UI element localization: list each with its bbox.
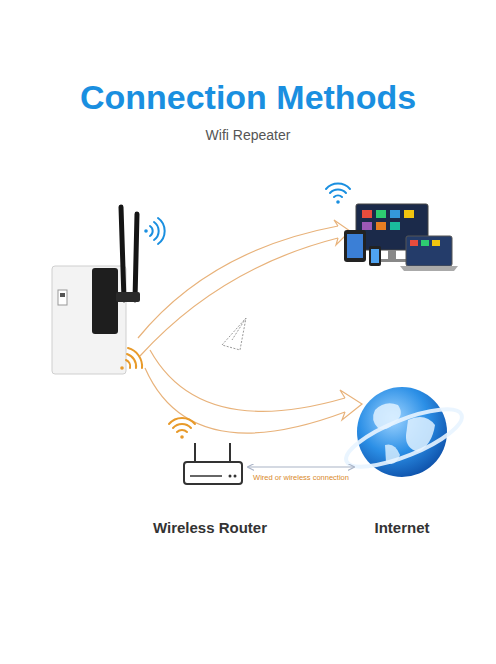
wifi-arc — [169, 418, 195, 424]
internet-node: Internet — [354, 385, 450, 479]
router-body — [184, 462, 242, 484]
router-light — [229, 475, 232, 478]
wifi-arc — [127, 354, 136, 368]
wifi-symbol — [169, 418, 195, 439]
flow-curve — [150, 350, 345, 411]
usb-port-pin — [60, 293, 65, 297]
app-tile — [362, 210, 372, 218]
monitor-foot — [378, 259, 406, 262]
laptop-base — [400, 266, 458, 271]
wifi-arc — [150, 226, 153, 236]
connection-arrow — [248, 466, 354, 467]
wifi-symbol — [144, 218, 164, 244]
wall-plate — [52, 266, 126, 374]
app-tile — [410, 240, 418, 246]
plane-fold — [232, 318, 246, 340]
router-antenna — [229, 443, 231, 462]
wifi-dot — [180, 435, 184, 439]
wifi-arc — [177, 430, 187, 432]
app-tile — [404, 210, 414, 218]
router-antenna — [194, 443, 196, 462]
router-node: Wireless Router — [172, 432, 248, 490]
flow-band — [138, 220, 362, 433]
wifi-arc — [158, 218, 165, 244]
wifi-arc — [126, 360, 130, 368]
flow-arrowhead — [340, 390, 362, 420]
antenna-base — [116, 292, 140, 302]
antenna — [135, 214, 137, 300]
flow-curve — [145, 368, 345, 433]
orbit-ring — [340, 398, 468, 478]
tablet — [344, 230, 366, 262]
app-tile — [376, 210, 386, 218]
app-tile — [432, 240, 440, 246]
router-icon — [184, 443, 242, 484]
wifi-symbol — [120, 348, 142, 370]
monitor — [356, 204, 428, 250]
node-label: Internet — [374, 519, 429, 536]
flow-curve — [138, 226, 338, 338]
paper-plane — [222, 318, 246, 350]
wifi-arc — [154, 222, 159, 240]
globe-icon — [340, 387, 468, 478]
monitor-stand — [388, 250, 396, 260]
subtitle: Wifi Repeater — [0, 127, 496, 143]
wifi-dot — [120, 366, 124, 370]
wifi-arc — [334, 195, 342, 197]
node-label: Wireless Router — [153, 519, 267, 536]
wifi-dot — [336, 200, 340, 204]
app-tile — [390, 210, 400, 218]
router-light — [234, 475, 237, 478]
repeater-body — [92, 268, 118, 334]
tablet-screen — [347, 234, 363, 258]
wifi-arc — [128, 348, 142, 368]
router-slot — [190, 475, 222, 477]
client-devices — [344, 204, 458, 271]
wifi-arc — [326, 184, 350, 189]
wifi-repeater — [52, 207, 140, 374]
antenna — [121, 207, 124, 300]
app-tile — [421, 240, 429, 246]
app-tile — [362, 222, 372, 230]
laptop-screen — [406, 236, 452, 266]
flow-curve — [140, 238, 338, 356]
app-tile — [390, 222, 400, 230]
usb-port — [58, 290, 67, 305]
wifi-symbol — [326, 184, 350, 204]
phone-screen — [371, 249, 379, 263]
globe — [357, 387, 447, 477]
diagram-title: Connection Methods — [0, 78, 496, 117]
wifi-arc — [330, 190, 346, 193]
edge-label: Wired or wireless connection — [253, 473, 349, 482]
app-tile — [376, 222, 386, 230]
phone — [369, 246, 381, 266]
wifi-dot — [144, 229, 148, 233]
wifi-arc — [173, 424, 191, 428]
plane-outline — [222, 318, 246, 350]
